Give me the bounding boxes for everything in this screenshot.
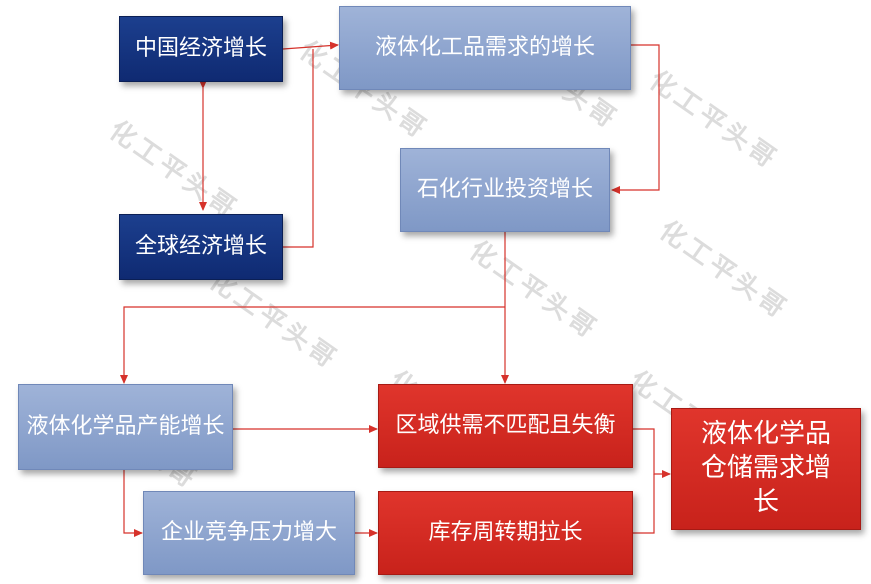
node-petrochem-investment: 石化行业投资增长 <box>400 148 610 232</box>
node-supply-demand-imbalance: 区域供需不匹配且失衡 <box>378 384 633 468</box>
node-inventory-cycle: 库存周转期拉长 <box>378 491 633 575</box>
node-china-growth: 中国经济增长 <box>119 16 283 82</box>
arrow-invest-capacity <box>120 306 505 384</box>
arrow-demand-invest <box>611 44 660 194</box>
node-capacity-growth: 液体化学品产能增长 <box>18 384 233 470</box>
arrow-imbalance-storage <box>633 428 671 478</box>
arrow-china-demand <box>282 41 339 50</box>
arrow-inventory-storage <box>633 474 655 534</box>
arrow-global-demand <box>283 49 314 248</box>
node-global-growth: 全球经济增长 <box>119 214 283 280</box>
node-liquid-chem-demand: 液体化工品需求的增长 <box>339 6 631 90</box>
node-competition-pressure: 企业竞争压力增大 <box>143 491 355 575</box>
arrow-capacity-competition <box>123 470 143 537</box>
node-storage-demand-growth: 液体化学品仓储需求增长 <box>671 408 861 530</box>
